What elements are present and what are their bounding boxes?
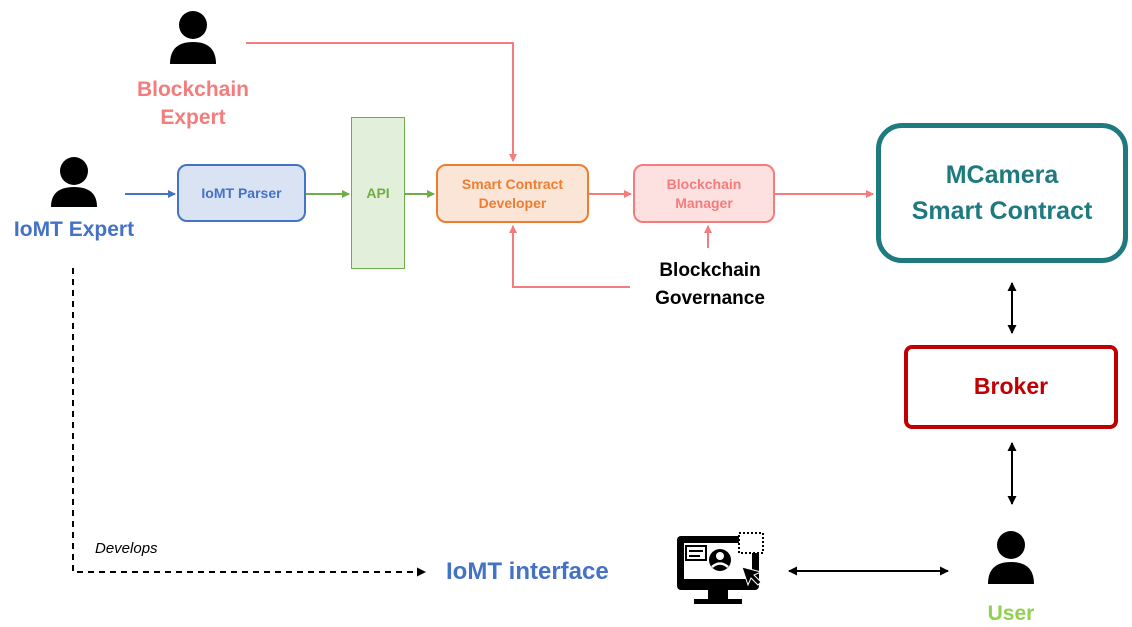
blockchain-expert-label-line1: Blockchain <box>136 78 250 101</box>
governance-label-line1: Blockchain <box>659 260 761 281</box>
blockchain-manager-node: Blockchain Manager <box>633 164 775 223</box>
iomt-parser-label: IoMT Parser <box>201 184 282 201</box>
mcamera-label-line1: MCamera <box>945 161 1059 189</box>
monitor-user-icon <box>677 532 764 604</box>
api-label: API <box>366 184 390 201</box>
blockchain-expert-label-line2: Expert <box>160 106 226 129</box>
iomt-interface-label: IoMT interface <box>446 558 609 585</box>
manager-label-line1: Blockchain <box>666 175 742 192</box>
develops-edge-label: Develops <box>95 540 158 557</box>
iomt-parser-node: IoMT Parser <box>177 164 306 222</box>
edge-develops <box>72 268 426 577</box>
mcamera-smart-contract-node: MCamera Smart Contract <box>876 123 1128 263</box>
developer-label-line2: Developer <box>478 194 547 211</box>
blockchain-expert-person-icon <box>170 11 216 64</box>
api-node: API <box>351 117 405 269</box>
blockchain-expert-label: Blockchain Expert <box>122 76 264 132</box>
iomt-expert-person-icon <box>51 157 97 207</box>
blockchain-governance-label: Blockchain Governance <box>632 257 788 313</box>
user-label: User <box>987 602 1035 625</box>
broker-label: Broker <box>973 373 1049 400</box>
mcamera-label-line2: Smart Contract <box>911 197 1093 225</box>
edge-governance-to-developer <box>509 225 630 288</box>
broker-node: Broker <box>904 345 1118 429</box>
governance-label-line2: Governance <box>655 288 765 309</box>
edge-expert-to-developer <box>246 42 517 162</box>
user-person-icon <box>988 531 1034 584</box>
manager-label-line2: Manager <box>675 194 733 211</box>
developer-label-line1: Smart Contract <box>461 175 564 192</box>
smart-contract-developer-node: Smart Contract Developer <box>436 164 589 223</box>
iomt-expert-label: IoMT Expert <box>13 218 135 241</box>
